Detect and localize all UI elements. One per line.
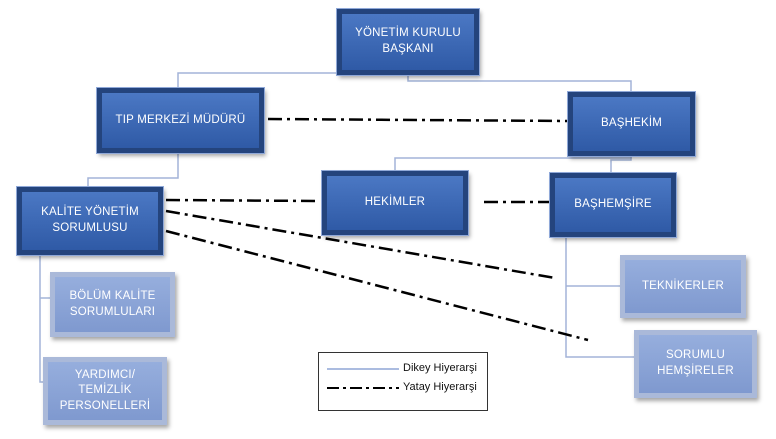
node-physicians: HEKİMLER — [321, 170, 469, 236]
legend-item-horizontal: Yatay Hiyerarşi — [319, 380, 489, 396]
node-support-cleaning-staff: YARDIMCI/ TEMİZLİK PERSONELLERİ — [43, 357, 167, 425]
horizontal-connector — [267, 117, 569, 123]
node-chairman: YÖNETİM KURULU BAŞKANI — [336, 8, 480, 76]
node-quality-manager: KALİTE YÖNETİM SORUMLUSU — [16, 186, 164, 256]
node-technicians: TEKNİKERLER — [620, 255, 746, 318]
vertical-connector — [610, 157, 632, 173]
node-responsible-nurses: SORUMLU HEMŞİRELER — [634, 330, 757, 398]
vertical-connector — [87, 153, 179, 187]
legend-label-horizontal: Yatay Hiyerarşi — [403, 381, 477, 393]
horizontal-connector — [165, 229, 589, 342]
vertical-connector — [407, 76, 632, 92]
node-head-nurse: BAŞHEMŞİRE — [549, 172, 677, 238]
vertical-connector — [394, 157, 632, 171]
node-medical-center-director: TIP MERKEZİ MÜDÜRÜ — [96, 87, 265, 154]
vertical-connector — [177, 72, 409, 88]
vertical-connector — [565, 236, 634, 358]
node-chief-physician: BAŞHEKİM — [567, 91, 696, 157]
solid-line-swatch — [327, 368, 399, 370]
legend-label-vertical: Dikey Hiyerarşi — [403, 362, 477, 374]
horizontal-connector — [165, 198, 321, 203]
horizontal-connector — [165, 209, 556, 280]
legend-item-vertical: Dikey Hiyerarşi — [319, 361, 489, 377]
legend: Dikey Hiyerarşi Yatay Hiyerarşi — [318, 352, 488, 411]
dash-dot-line-swatch — [327, 387, 399, 389]
node-unit-quality-managers: BÖLÜM KALİTE SORUMLULARI — [50, 272, 175, 337]
